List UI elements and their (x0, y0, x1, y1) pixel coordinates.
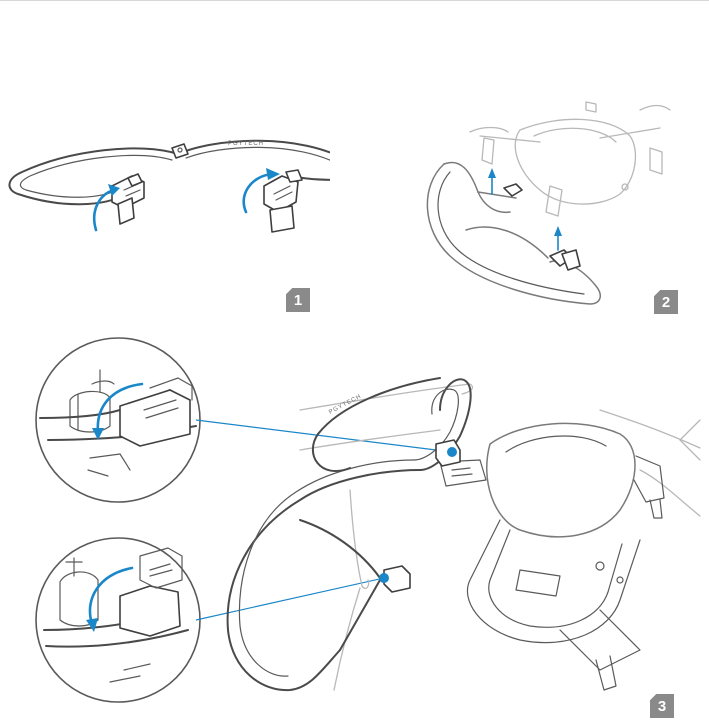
propeller-guard-illustration: PGYTECH (8, 139, 330, 233)
right-clip-icon (263, 169, 303, 233)
guard-ring-icon (426, 161, 601, 305)
callout-line-lower (195, 577, 385, 621)
step-1-panel: PGYTECH (0, 120, 330, 320)
rotate-arrow-icon (242, 168, 280, 214)
step-3-panel: PGYTECH (0, 330, 709, 720)
step-1-badge: 1 (286, 288, 310, 312)
drone-icon (469, 101, 671, 217)
zoom-detail-lower (35, 537, 201, 703)
guard-ring-icon: PGYTECH (226, 377, 472, 692)
up-arrow-icon (554, 226, 562, 251)
zoom-detail-upper (35, 337, 201, 503)
left-clip-icon (111, 173, 145, 225)
top-divider (0, 0, 709, 1)
callout-dot-lower (379, 573, 389, 583)
callout-dot-upper (447, 447, 457, 457)
step-2-badge: 2 (654, 290, 678, 314)
rotate-arrow-icon (93, 184, 120, 232)
step-3-badge: 3 (650, 694, 674, 718)
drone-icon (439, 419, 701, 691)
callout-line-upper (195, 419, 453, 453)
installed-guard-illustration: PGYTECH (35, 337, 701, 703)
step-2-panel (400, 90, 700, 320)
brand-label: PGYTECH (228, 141, 264, 147)
guard-attach-illustration (426, 101, 671, 305)
up-arrow-icon (488, 168, 496, 195)
